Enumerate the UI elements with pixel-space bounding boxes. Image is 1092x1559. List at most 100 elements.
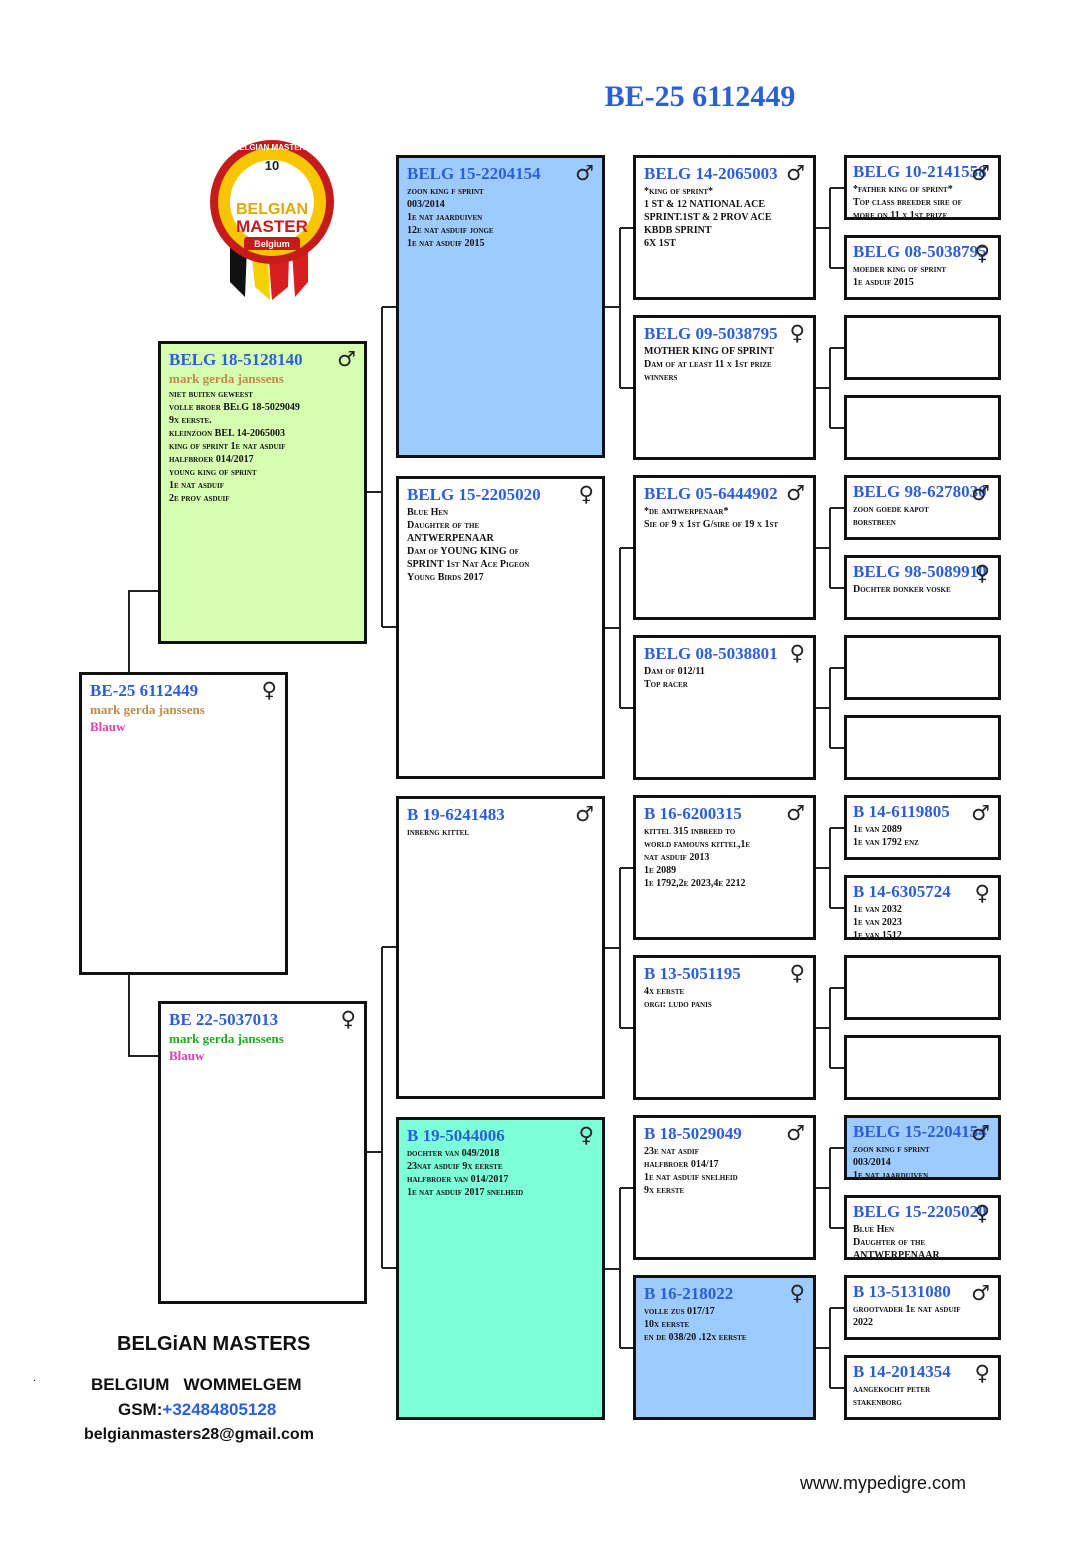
pigeon-notes: 23e nat asdif halfbroer 014/17 1e nat as… xyxy=(644,1146,738,1196)
connector-line xyxy=(829,827,831,908)
connector-line xyxy=(830,186,844,189)
pedigree-card-g10[interactable]: B 14-6305724♀1e van 2032 1e van 2023 1e … xyxy=(844,875,1001,940)
pedigree-card-g5[interactable]: BELG 98-6278030♂zoon goede kapot borstbe… xyxy=(844,475,1001,540)
male-icon: ♂ xyxy=(971,161,990,185)
pigeon-notes: moeder king of sprint 1e asduif 2015 xyxy=(853,264,947,288)
pedigree-card-dds[interactable]: B 18-5029049♂23e nat asdif halfbroer 014… xyxy=(633,1115,816,1260)
connector-line xyxy=(830,1386,844,1389)
stray-dot: . xyxy=(33,1372,37,1384)
ring-number: BELG 08-5038801 xyxy=(644,644,778,663)
connector-line xyxy=(830,826,844,829)
connector-line xyxy=(619,227,621,388)
pedigree-card-sdd[interactable]: BELG 08-5038801♀Dam of 012/11 Top racer xyxy=(633,635,816,780)
connector-line xyxy=(128,1055,158,1057)
logo-ring-text: BELGIAN MASTERS xyxy=(233,143,311,152)
pedigree-card-g8[interactable] xyxy=(844,715,1001,780)
connector-line xyxy=(830,1066,844,1069)
connector-line xyxy=(830,1306,844,1309)
phone-label: GSM: xyxy=(118,1400,163,1419)
connector-line xyxy=(382,626,396,628)
owner-name: mark gerda janssens xyxy=(169,1031,284,1046)
belgian-masters-logo: 10 BELGIAN MASTERS BELGIAN MASTER Belgiu… xyxy=(210,140,334,300)
connector-line xyxy=(830,426,844,429)
pigeon-notes: 4x eerste orgi: ludo panis xyxy=(644,986,712,1010)
connector-line xyxy=(830,506,844,509)
pedigree-card-dsd[interactable]: B 13-5051195♀4x eerste orgi: ludo panis xyxy=(633,955,816,1100)
pedigree-card-g16[interactable]: B 14-2014354♀aangekocht peter stakenborg xyxy=(844,1355,1001,1420)
pedigree-card-ssd[interactable]: BELG 09-5038795♀MOTHER KING OF SPRINT Da… xyxy=(633,315,816,460)
connector-line xyxy=(816,1186,830,1189)
connector-line xyxy=(382,306,396,308)
pedigree-card-g13[interactable]: BELG 15-2204154♂zoon king f sprint 003/2… xyxy=(844,1115,1001,1180)
connector-line xyxy=(829,187,831,268)
ring-number: BELG 05-6444902 xyxy=(644,484,778,503)
pedigree-card-sds[interactable]: BELG 05-6444902♂*de amtwerpenaar* Sie of… xyxy=(633,475,816,620)
pigeon-notes: grootvader 1e nat asduif 2022 xyxy=(853,1304,961,1328)
male-icon: ♂ xyxy=(786,161,805,185)
pedigree-card-ds[interactable]: B 19-6241483♂inberng kittel xyxy=(396,796,605,1099)
female-icon: ♀ xyxy=(789,321,805,345)
pigeon-notes: 1e van 2089 1e van 1792 enz xyxy=(853,824,919,848)
ring-number: BELG 09-5038795 xyxy=(644,324,778,343)
logo-word-3: Belgium xyxy=(254,239,290,249)
pigeon-notes: *father kıng of sprınt* Top class breede… xyxy=(853,184,962,220)
pedigree-card-ss[interactable]: BELG 15-2204154♂zoon king f sprint 003/2… xyxy=(396,155,605,458)
connector-line xyxy=(829,987,831,1068)
pedigree-card-g9[interactable]: B 14-6119805♂1e van 2089 1e van 1792 enz xyxy=(844,795,1001,860)
pedigree-card-g6[interactable]: BELG 98-5089910♀Dochter donker voske xyxy=(844,555,1001,620)
pedigree-card-g12[interactable] xyxy=(844,1035,1001,1100)
pedigree-card-g15[interactable]: B 13-5131080♂grootvader 1e nat asduif 20… xyxy=(844,1275,1001,1340)
pedigree-card-g1[interactable]: BELG 10-2141558♂*father kıng of sprınt* … xyxy=(844,155,1001,220)
logo-word-2: MASTER xyxy=(236,217,308,236)
pigeon-color: Blauw xyxy=(169,1048,205,1063)
company-email[interactable]: belgianmasters28@gmail.com xyxy=(84,1426,314,1443)
pigeon-notes: *de amtwerpenaar* Sie of 9 x 1st G/sire … xyxy=(644,506,779,530)
female-icon: ♀ xyxy=(974,561,990,585)
company-name: BELGiAN MASTERS xyxy=(117,1333,311,1355)
female-icon: ♀ xyxy=(974,1201,990,1225)
phone-number[interactable]: +32484805128 xyxy=(162,1400,277,1419)
ring-number: B 14-6305724 xyxy=(853,882,951,901)
connector-line xyxy=(829,347,831,428)
ring-number: B 14-2014354 xyxy=(853,1362,951,1381)
owner-name: mark gerda janssens xyxy=(169,371,284,386)
female-icon: ♀ xyxy=(578,1123,594,1147)
connector-line xyxy=(620,866,633,869)
pedigree-card-g11[interactable] xyxy=(844,955,1001,1020)
connector-line xyxy=(367,1151,382,1153)
connector-line xyxy=(605,1267,620,1270)
connector-line xyxy=(816,226,830,229)
ring-number: BELG 14-2065003 xyxy=(644,164,778,183)
pedigree-card-g4[interactable] xyxy=(844,395,1001,460)
connector-line xyxy=(830,346,844,349)
pedigree-card-dss[interactable]: B 16-6200315♂kittel 315 inbreed to world… xyxy=(633,795,816,940)
ring-number: BELG 98-6278030 xyxy=(853,482,987,501)
pedigree-card-sd[interactable]: BELG 15-2205020♀Blue Hen Daughter of the… xyxy=(396,476,605,779)
connector-line xyxy=(381,947,383,1268)
pedigree-card-g14[interactable]: BELG 15-2205020♀Blue Hen Daughter of the… xyxy=(844,1195,1001,1260)
pigeon-notes: zoon king f sprint 003/2014 1e nat jaard… xyxy=(853,1144,930,1180)
pedigree-card-g3[interactable] xyxy=(844,315,1001,380)
pigeon-notes: zoon goede kapot borstbeen xyxy=(853,504,929,528)
pedigree-card-g7[interactable] xyxy=(844,635,1001,700)
pigeon-notes: *kıng of sprınt* 1 ST & 12 NATIONAL ACE … xyxy=(644,186,772,249)
logo-word-1: BELGIAN xyxy=(236,201,308,218)
male-icon: ♂ xyxy=(971,801,990,825)
female-icon: ♀ xyxy=(789,1281,805,1305)
connector-line xyxy=(620,386,633,389)
pigeon-notes: Blue Hen Daughter of the ANTWERPENAAR xyxy=(853,1224,940,1260)
pedigree-card-sss[interactable]: BELG 14-2065003 ♂ *kıng of sprınt* 1 ST & … xyxy=(633,155,816,300)
male-icon: ♂ xyxy=(971,1281,990,1305)
website-link[interactable]: www.mypedigre.com xyxy=(800,1473,967,1493)
pedigree-card-ddd[interactable]: B 16-218022♀volle zus 017/17 10x eerste … xyxy=(633,1275,816,1420)
connector-line xyxy=(367,491,382,493)
pedigree-card-g2[interactable]: BELG 08-5038795♀moeder king of sprint 1e… xyxy=(844,235,1001,300)
connector-line xyxy=(816,706,830,709)
ring-number: BELG 15-2205020 xyxy=(407,485,541,504)
pedigree-card-dd[interactable]: B 19-5044006♀dochter van 049/2018 23nat … xyxy=(396,1117,605,1420)
connector-line xyxy=(830,746,844,749)
connector-line xyxy=(605,946,620,949)
